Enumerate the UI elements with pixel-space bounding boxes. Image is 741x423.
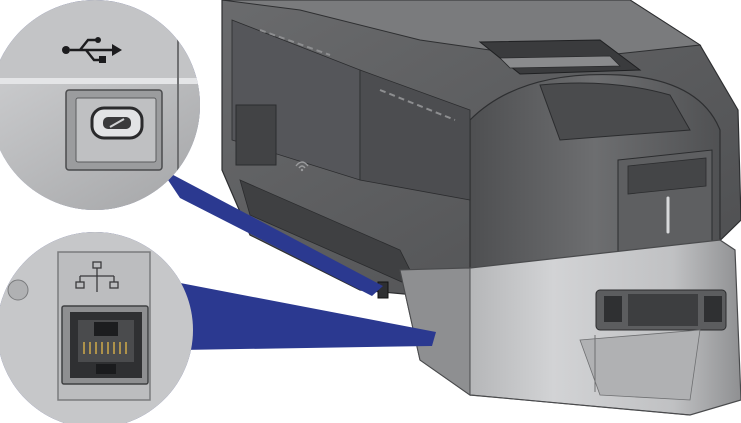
network-icon	[75, 261, 119, 292]
callout-wedge-usb	[160, 168, 383, 296]
usb-callout	[0, 0, 200, 210]
ethernet-port	[61, 305, 149, 385]
ethernet-callout	[0, 232, 193, 423]
control-panel	[595, 289, 727, 331]
printer	[221, 0, 741, 416]
usb-icon	[62, 37, 122, 63]
wifi-icon	[295, 161, 309, 172]
usb-port	[65, 89, 163, 171]
callout-wedge-ethernet	[175, 282, 436, 350]
